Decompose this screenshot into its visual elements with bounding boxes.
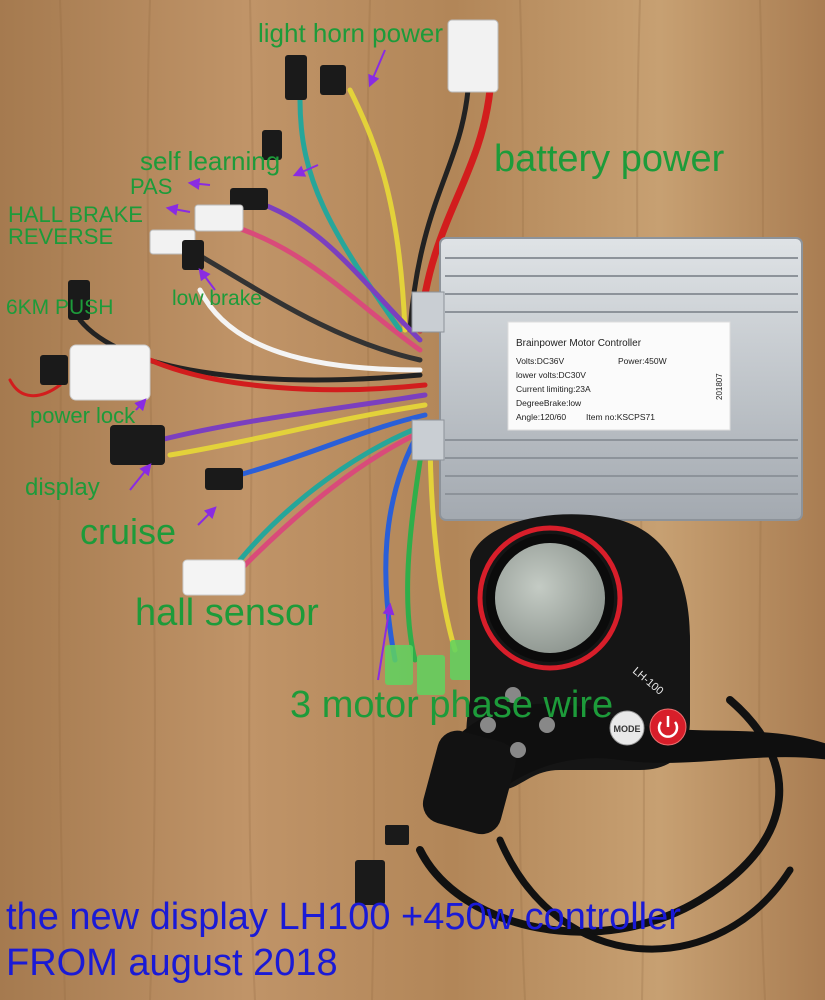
power-lock-connector-black — [40, 355, 68, 385]
controller-label-current: Current limiting:23A — [516, 384, 591, 394]
label-cruise: cruise — [80, 511, 177, 552]
push-connector — [68, 280, 90, 320]
motor-controller: Brainpower Motor Controller Volts:DC36V … — [411, 237, 803, 521]
button-down — [510, 742, 526, 758]
label-pas: PAS — [130, 174, 173, 199]
label-reverse: REVERSE — [8, 224, 114, 249]
controller-label-sticker — [507, 321, 731, 431]
phase-terminal-1 — [385, 645, 413, 685]
controller-label-date-code: 201807 — [715, 373, 724, 400]
arrow-low-brake — [198, 268, 216, 291]
arrow-light-horn — [368, 49, 386, 88]
button-set — [539, 717, 555, 733]
mode-button-label: MODE — [614, 724, 641, 734]
self-learning-connector — [262, 130, 282, 160]
caption-line-1: the new display LH100 +450w controller — [6, 896, 681, 938]
cruise-connector — [205, 468, 243, 490]
controller-label-item: Item no:KSCPS71 — [586, 412, 655, 422]
light-connector-2 — [320, 65, 346, 95]
label-display: display — [25, 474, 100, 501]
controller-label-lower-volts: lower volts:DC30V — [516, 370, 586, 380]
display-red-ring — [477, 525, 623, 671]
throttle-lever — [422, 730, 516, 835]
arrow-hall-brake — [165, 203, 191, 216]
controller-label-title: Brainpower Motor Controller — [516, 338, 642, 349]
arrow-power-lock — [134, 398, 147, 412]
hall-brake-connector — [194, 204, 244, 232]
arrow-cruise — [197, 506, 217, 526]
mode-button — [609, 710, 645, 746]
label-light-horn-power: light horn power — [258, 18, 443, 48]
label-6km-push: 6KM PUSH — [6, 296, 114, 319]
arrow-self-learning — [292, 164, 319, 177]
controller-label-brake: DegreeBrake:low — [516, 398, 582, 408]
lcd-screen — [495, 543, 605, 653]
low-brake-connector — [182, 240, 204, 270]
lh100-display-unit: LH-100 MODE — [422, 514, 825, 835]
annotation-arrows — [129, 49, 395, 681]
controller-label-volts: Volts:DC36V — [516, 356, 565, 366]
display-cable-connector-1 — [385, 825, 409, 845]
label-low-brake: low brake — [172, 287, 262, 310]
light-connector-1 — [285, 55, 307, 100]
label-hall-brake: HALL BRAKE — [8, 202, 143, 227]
arrow-display — [129, 463, 152, 491]
battery-connector — [447, 19, 499, 93]
wire-bundle — [8, 86, 794, 953]
label-power-lock: power lock — [30, 403, 136, 428]
display-cable-connector-2 — [355, 860, 385, 905]
button-up — [505, 687, 521, 703]
arrow-motor-phase — [377, 602, 395, 681]
power-lock-connector-white — [69, 344, 151, 401]
arrow-pas — [187, 177, 211, 190]
label-battery-power: battery power — [494, 138, 725, 180]
hall-sensor-connector — [182, 559, 246, 596]
controller-label-angle: Angle:120/60 — [516, 412, 566, 422]
label-self-learning: self learning — [140, 146, 281, 176]
label-hall-sensor: hall sensor — [135, 592, 319, 634]
phase-terminal-2 — [417, 655, 445, 695]
controller-label-power: Power:450W — [618, 356, 667, 366]
caption-line-2: FROM august 2018 — [6, 942, 338, 984]
display-connector — [110, 425, 165, 465]
label-3-motor-phase-wire: 3 motor phase wire — [290, 684, 614, 726]
connectors — [40, 19, 499, 905]
